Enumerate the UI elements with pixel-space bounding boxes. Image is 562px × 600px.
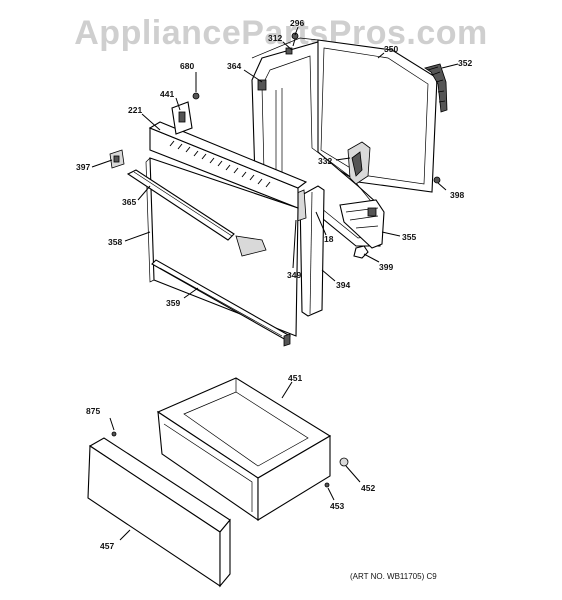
- hinge-bracket-332: [347, 141, 371, 185]
- screw-398: [433, 176, 441, 184]
- callout-359: 359: [166, 298, 180, 308]
- callout-441: 441: [160, 89, 174, 99]
- callout-18: 18: [324, 234, 334, 244]
- glide-452: [339, 457, 349, 467]
- callout-394: 394: [336, 280, 350, 290]
- callout-labels: 296 312 350 352 680 364 441 221 332 397 …: [76, 18, 472, 551]
- drawer-body-451: [156, 377, 332, 522]
- callout-312: 312: [268, 33, 282, 43]
- screw-680: [192, 92, 200, 100]
- callout-355: 355: [402, 232, 416, 242]
- callout-349: 349: [287, 270, 301, 280]
- callout-352: 352: [458, 58, 472, 68]
- door-handle-365: [126, 169, 267, 257]
- callout-350: 350: [384, 44, 398, 54]
- gasket-352: [424, 63, 448, 113]
- door-outer-panel-358: [145, 157, 299, 337]
- callout-875: 875: [86, 406, 100, 416]
- callout-221: 221: [128, 105, 142, 115]
- screw-296: [291, 32, 299, 47]
- vent-slots: [169, 140, 271, 188]
- callout-397: 397: [76, 162, 90, 172]
- bracket-441: [171, 101, 193, 135]
- door-bottom-trim-359: [151, 259, 291, 347]
- callout-398: 398: [450, 190, 464, 200]
- leader-lines: [91, 26, 459, 541]
- screw-453: [324, 482, 330, 488]
- callout-365: 365: [122, 197, 136, 207]
- callout-457: 457: [100, 541, 114, 551]
- callout-451: 451: [288, 373, 302, 383]
- drawer-front-panel-457: [87, 437, 231, 588]
- hinge-assembly-355: [339, 199, 385, 249]
- clip-397: [109, 149, 125, 169]
- callout-332: 332: [318, 156, 332, 166]
- callout-296: 296: [290, 18, 304, 28]
- screw-875: [111, 431, 117, 437]
- callout-452: 452: [361, 483, 375, 493]
- callout-399: 399: [379, 262, 393, 272]
- callout-680: 680: [180, 61, 194, 71]
- callout-358: 358: [108, 237, 122, 247]
- nut-399: [353, 245, 369, 259]
- callout-453: 453: [330, 501, 344, 511]
- art-number: (ART NO. WB11705) C9: [350, 572, 437, 581]
- callout-364: 364: [227, 61, 241, 71]
- door-top-trim-221: [148, 121, 308, 209]
